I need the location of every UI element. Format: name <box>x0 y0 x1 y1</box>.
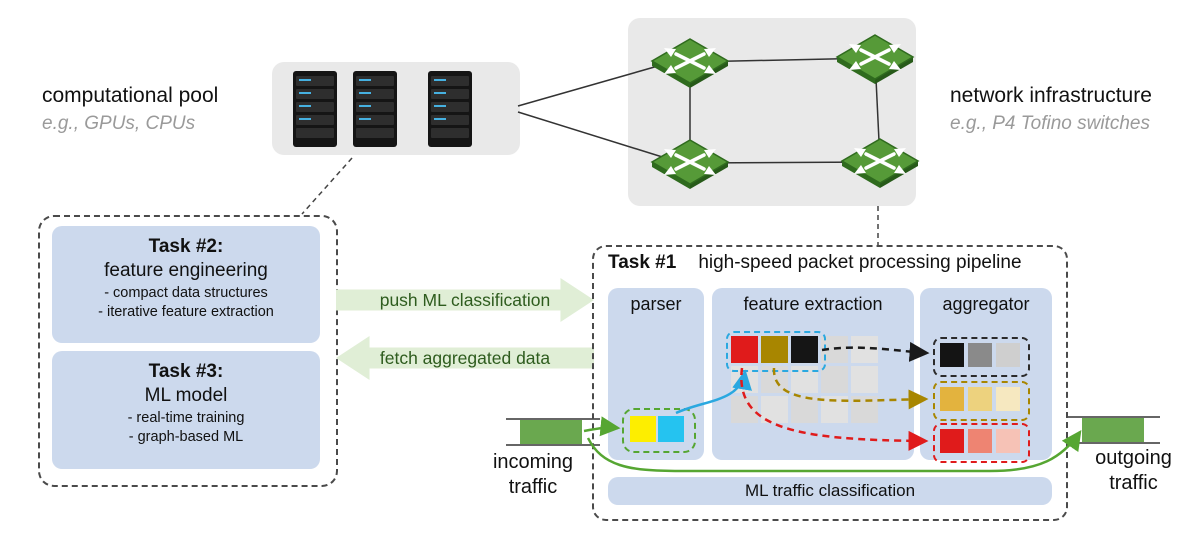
pipeline-title: high-speed packet processing pipeline <box>698 252 1022 273</box>
outgoing-traffic-label: outgoing traffic <box>1095 447 1172 494</box>
task2-title: Task #2: <box>148 236 224 257</box>
agg-cell-black <box>940 343 964 367</box>
fe-cell-black <box>791 336 818 363</box>
server-icon <box>350 70 400 155</box>
computational-pool-subtitle: e.g., GPUs, CPUs <box>42 113 196 134</box>
computational-pool-title: computational pool <box>42 84 219 107</box>
push-classification-arrow: push ML classification <box>336 278 594 322</box>
pipeline-frame <box>592 245 1068 521</box>
agg-cell-black <box>968 343 992 367</box>
task2-item: - iterative feature extraction <box>98 304 274 320</box>
task3-name: ML model <box>144 385 228 406</box>
feature-extraction-label: feature extraction <box>743 294 883 314</box>
aggregator-label: aggregator <box>942 294 1030 314</box>
fe-cell <box>851 366 878 393</box>
fetch-data-arrow: fetch aggregated data <box>336 336 594 380</box>
agg-cell-black <box>996 343 1020 367</box>
fe-cell <box>821 396 848 423</box>
switch-icon <box>650 138 730 195</box>
fe-cell <box>791 396 818 423</box>
pipeline-task-label: Task #1 <box>608 252 677 273</box>
task2-card: Task #2: feature engineering - compact d… <box>52 226 320 343</box>
incoming-traffic-box <box>520 420 582 444</box>
task3-item: - graph-based ML <box>128 429 244 445</box>
pipeline-header: Task #1 high-speed packet processing pip… <box>608 252 1058 274</box>
agg-red-outline <box>933 423 1030 463</box>
task3-card: Task #3: ML model - real-time training -… <box>52 351 320 469</box>
computational-pool-label: computational pool e.g., GPUs, CPUs <box>42 84 272 135</box>
agg-cell-gold <box>968 387 992 411</box>
switch-icon <box>835 33 915 90</box>
fe-cell <box>731 396 758 423</box>
task2-item: - compact data structures <box>104 285 268 301</box>
fe-cell-red <box>731 336 758 363</box>
server-icon <box>425 70 475 155</box>
feature-selection-outline <box>726 331 826 372</box>
parser-label: parser <box>630 294 682 314</box>
task3-title: Task #3: <box>148 361 224 382</box>
outgoing-traffic-box <box>1082 418 1144 442</box>
network-infrastructure-label: network infrastructure e.g., P4 Tofino s… <box>950 84 1190 135</box>
incoming-traffic-label: incoming traffic <box>492 451 574 498</box>
tasks-2-3-frame <box>38 215 338 487</box>
fe-cell <box>851 336 878 363</box>
fe-cell <box>851 396 878 423</box>
task2-name: feature engineering <box>104 260 268 281</box>
network-infrastructure-subtitle: e.g., P4 Tofino switches <box>950 113 1150 134</box>
agg-cell-gold <box>940 387 964 411</box>
switch-icon <box>840 137 920 194</box>
fe-cell <box>761 396 788 423</box>
agg-cell-gold <box>996 387 1020 411</box>
fe-cell <box>821 366 848 393</box>
switch-icon <box>650 37 730 94</box>
ml-classification-bar: ML traffic classification <box>608 477 1052 505</box>
server-icon <box>290 70 340 155</box>
task3-item: - real-time training <box>127 410 245 426</box>
network-infrastructure-title: network infrastructure <box>950 84 1152 107</box>
parser-selection-outline <box>622 408 696 453</box>
agg-black-outline <box>933 337 1030 377</box>
agg-gold-outline <box>933 381 1030 421</box>
fe-cell-olive <box>761 336 788 363</box>
